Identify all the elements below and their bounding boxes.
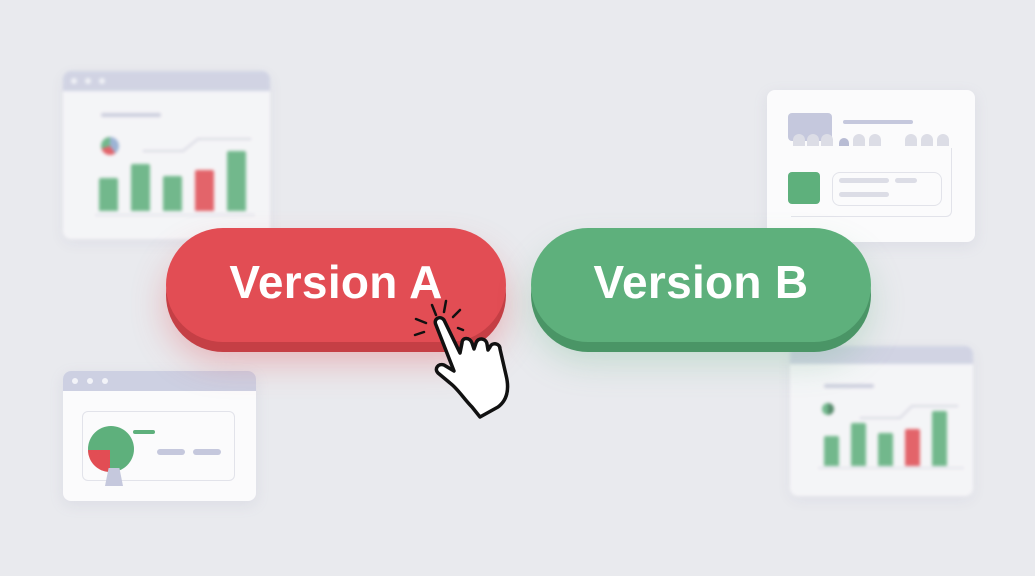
window-titlebar <box>790 346 973 364</box>
axis-line <box>818 467 964 469</box>
avatar-row <box>793 134 953 148</box>
stand-icon <box>105 468 123 486</box>
profile-card-top-right <box>767 90 975 242</box>
inner-panel <box>791 148 952 217</box>
pie-chart-icon <box>101 137 119 155</box>
window-dot-icon <box>85 78 91 84</box>
title-line <box>101 113 161 117</box>
dashboard-card-top-left <box>63 71 270 239</box>
trend-line-icon <box>143 138 251 152</box>
window-dot-icon <box>99 78 105 84</box>
bar-chart <box>824 406 954 466</box>
text-line <box>839 192 889 197</box>
pointing-hand-cursor-icon <box>413 299 510 419</box>
window-dot-icon <box>87 378 93 384</box>
label-line <box>157 449 185 455</box>
dashboard-card-bottom-right <box>790 346 973 496</box>
window-titlebar <box>63 71 270 91</box>
window-dot-icon <box>102 378 108 384</box>
message-bubble <box>832 172 942 206</box>
title-line <box>824 384 874 388</box>
version-b-label: Version B <box>593 256 809 308</box>
bar-chart <box>99 141 249 211</box>
trend-line-icon <box>860 405 958 419</box>
label-line <box>193 449 221 455</box>
window-dot-icon <box>71 78 77 84</box>
window-titlebar <box>63 371 256 391</box>
status-square-icon <box>788 172 820 204</box>
version-a-button[interactable]: Version A <box>166 228 506 342</box>
click-burst-icon <box>413 299 465 337</box>
text-line <box>895 178 917 183</box>
pie-card-bottom-left <box>63 371 256 501</box>
version-b-button[interactable]: Version B <box>531 228 871 342</box>
version-a-label: Version A <box>229 256 443 308</box>
axis-line <box>95 214 255 216</box>
pie-chart-icon <box>822 403 834 415</box>
inner-panel <box>82 411 235 481</box>
window-dot-icon <box>72 378 78 384</box>
name-line <box>843 120 913 124</box>
pointer-line <box>133 430 155 434</box>
text-line <box>839 178 889 183</box>
